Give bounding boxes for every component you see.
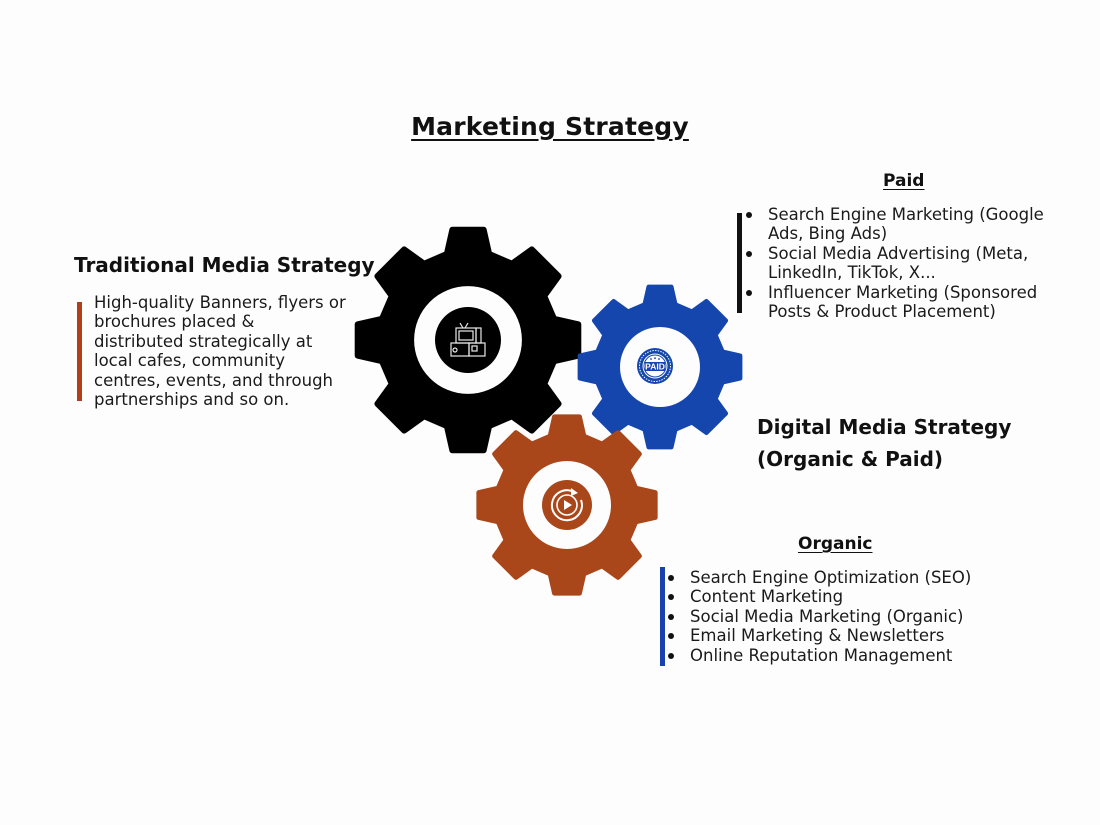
organic-item: Search Engine Optimization (SEO) [660, 568, 1020, 587]
traditional-accent-bar [77, 302, 82, 401]
paid-badge-icon: PAID [637, 348, 673, 384]
description-line: local cafes, community [94, 351, 285, 371]
organic-item: Email Marketing & Newsletters [660, 626, 1020, 645]
organic-item: Online Reputation Management [660, 646, 1020, 665]
digital-heading: Digital Media Strategy (Organic & Paid) [757, 411, 1011, 475]
description-line: brochures placed & [94, 312, 255, 332]
traditional-heading: Traditional Media Strategy [74, 253, 375, 277]
organic-accent-bar [660, 567, 665, 666]
paid-heading: Paid [883, 171, 925, 191]
page-title: Marketing Strategy [411, 112, 689, 141]
paid-item: Influencer Marketing (Sponsored Posts & … [738, 283, 1078, 322]
organic-item: Social Media Marketing (Organic) [660, 607, 1020, 626]
paid-list: Search Engine Marketing (Google Ads, Bin… [738, 205, 1078, 321]
traditional-description: High-quality Banners, flyers or brochure… [94, 293, 384, 409]
tv-radio-icon [450, 322, 486, 357]
replay-play-icon [542, 480, 592, 530]
digital-heading-line1: Digital Media Strategy [757, 415, 1012, 439]
paid-item: Social Media Advertising (Meta, LinkedIn… [738, 244, 1078, 283]
digital-heading-line2: (Organic & Paid) [757, 447, 944, 471]
paid-item: Search Engine Marketing (Google Ads, Bin… [738, 205, 1078, 244]
svg-text:PAID: PAID [645, 362, 665, 372]
description-line: distributed strategically at [94, 331, 313, 351]
paid-accent-bar [737, 213, 742, 313]
organic-list: Search Engine Optimization (SEO) Content… [660, 568, 1020, 665]
description-line: partnerships and so on. [94, 390, 290, 410]
description-line: centres, events, and through [94, 370, 334, 390]
organic-heading: Organic [798, 534, 873, 554]
description-line: High-quality Banners, flyers or [94, 293, 346, 312]
organic-item: Content Marketing [660, 587, 1020, 606]
